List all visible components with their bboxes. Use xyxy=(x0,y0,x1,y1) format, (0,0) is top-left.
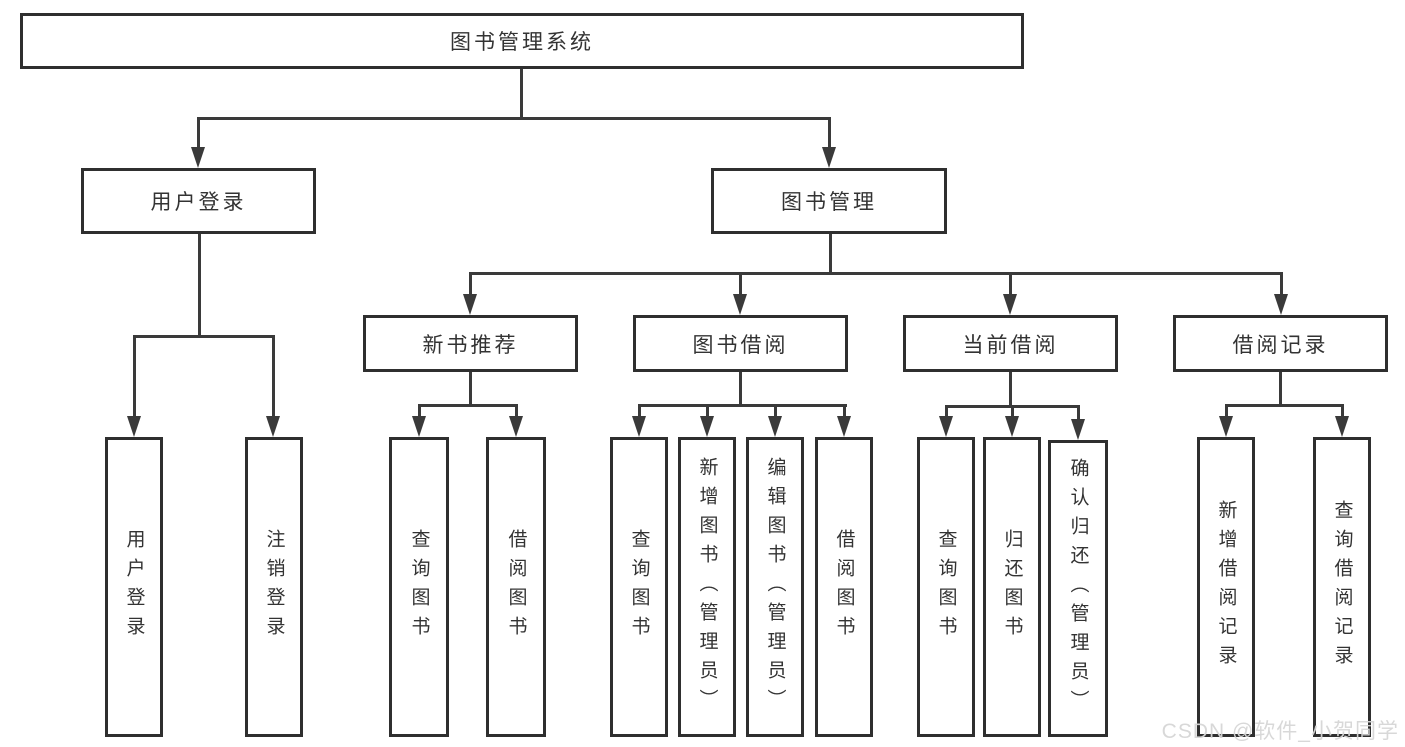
connector-mgmt-rail xyxy=(469,272,1283,275)
leaf-return-books: 归还图书 xyxy=(983,437,1041,737)
arrowhead-icon xyxy=(700,416,714,437)
connector-borrow-drop-4 xyxy=(843,404,846,418)
arrowhead-icon xyxy=(768,416,782,437)
node-label: 借阅图书 xyxy=(833,529,855,645)
node-label: 归还图书 xyxy=(1001,529,1023,645)
leaf-recommend-borrow-books: 借阅图书 xyxy=(486,437,546,737)
node-label: 新增图书（管理员） xyxy=(696,456,718,718)
connector-login-drop-1 xyxy=(133,335,136,419)
node-label: 编辑图书（管理员） xyxy=(764,456,786,718)
connector-mgmt-drop-3 xyxy=(1009,272,1012,296)
node-label: 借阅图书 xyxy=(505,529,527,645)
leaf-add-borrow-record: 新增借阅记录 xyxy=(1197,437,1255,737)
leaf-edit-books-admin: 编辑图书（管理员） xyxy=(746,437,804,737)
leaf-recommend-query-books: 查询图书 xyxy=(389,437,449,737)
connector-login-stem xyxy=(198,234,201,337)
node-book-management: 图书管理 xyxy=(711,168,947,234)
node-label: 图书借阅 xyxy=(692,333,789,357)
arrowhead-icon xyxy=(463,294,477,315)
connector-root-stem xyxy=(520,69,523,119)
node-new-book-recommend: 新书推荐 xyxy=(363,315,578,372)
arrowhead-icon xyxy=(822,147,836,168)
connector-records-drop-1 xyxy=(1225,404,1228,418)
arrowhead-icon xyxy=(1003,294,1017,315)
arrowhead-icon xyxy=(1274,294,1288,315)
connector-records-stem xyxy=(1279,372,1282,406)
connector-current-drop-2 xyxy=(1011,405,1014,418)
arrowhead-icon xyxy=(939,416,953,437)
arrowhead-icon xyxy=(1071,419,1085,440)
connector-recommend-drop-1 xyxy=(418,404,421,418)
node-current-borrow: 当前借阅 xyxy=(903,315,1118,372)
leaf-logout: 注销登录 xyxy=(245,437,303,737)
connector-mgmt-drop-2 xyxy=(739,272,742,296)
arrowhead-icon xyxy=(127,416,141,437)
connector-root-rail xyxy=(197,117,831,120)
leaf-borrow-query-books: 查询图书 xyxy=(610,437,668,737)
connector-login-rail xyxy=(133,335,275,338)
node-library-management-system: 图书管理系统 xyxy=(20,13,1024,69)
connector-records-rail xyxy=(1225,404,1344,407)
arrowhead-icon xyxy=(632,416,646,437)
connector-borrow-drop-2 xyxy=(706,404,709,418)
leaf-query-borrow-record: 查询借阅记录 xyxy=(1313,437,1371,737)
connector-borrow-stem xyxy=(739,372,742,406)
arrowhead-icon xyxy=(1335,416,1349,437)
connector-current-drop-1 xyxy=(945,405,948,418)
node-label: 查询借阅记录 xyxy=(1331,500,1353,674)
arrowhead-icon xyxy=(412,416,426,437)
node-label: 注销登录 xyxy=(263,529,285,645)
connector-borrow-rail xyxy=(638,404,847,407)
connector-current-stem xyxy=(1009,372,1012,407)
connector-borrow-drop-3 xyxy=(774,404,777,418)
connector-current-drop-3 xyxy=(1077,405,1080,421)
connector-borrow-drop-1 xyxy=(638,404,641,418)
connector-root-drop-right xyxy=(828,117,831,150)
node-label: 新书推荐 xyxy=(422,333,519,357)
connector-root-drop-left xyxy=(197,117,200,150)
node-label: 用户登录 xyxy=(123,529,145,645)
connector-login-drop-2 xyxy=(272,335,275,419)
arrowhead-icon xyxy=(1005,416,1019,437)
leaf-user-login: 用户登录 xyxy=(105,437,163,737)
arrowhead-icon xyxy=(837,416,851,437)
connector-mgmt-drop-1 xyxy=(469,272,472,296)
arrowhead-icon xyxy=(733,294,747,315)
node-label: 当前借阅 xyxy=(962,333,1059,357)
arrowhead-icon xyxy=(509,416,523,437)
node-label: 图书管理系统 xyxy=(450,31,594,54)
node-label: 确认归还（管理员） xyxy=(1067,458,1089,719)
node-book-borrow: 图书借阅 xyxy=(633,315,848,372)
node-label: 查询图书 xyxy=(408,529,430,645)
leaf-confirm-return-admin: 确认归还（管理员） xyxy=(1048,440,1108,737)
leaf-borrow-books: 借阅图书 xyxy=(815,437,873,737)
node-label: 用户登录 xyxy=(150,191,247,214)
arrowhead-icon xyxy=(191,147,205,168)
arrowhead-icon xyxy=(1219,416,1233,437)
connector-mgmt-stem xyxy=(829,234,832,274)
leaf-current-query-books: 查询图书 xyxy=(917,437,975,737)
connector-mgmt-drop-4 xyxy=(1280,272,1283,296)
connector-recommend-drop-2 xyxy=(515,404,518,418)
arrowhead-icon xyxy=(266,416,280,437)
connector-recommend-stem xyxy=(469,372,472,406)
node-label: 新增借阅记录 xyxy=(1215,500,1237,674)
csdn-watermark: CSDN @软件_小贺同学 xyxy=(1161,720,1399,743)
connector-recommend-rail xyxy=(418,404,518,407)
node-label: 借阅记录 xyxy=(1232,333,1329,357)
node-label: 查询图书 xyxy=(628,529,650,645)
connector-records-drop-2 xyxy=(1341,404,1344,418)
node-user-login: 用户登录 xyxy=(81,168,316,234)
node-borrow-records: 借阅记录 xyxy=(1173,315,1388,372)
node-label: 查询图书 xyxy=(935,529,957,645)
node-label: 图书管理 xyxy=(781,191,877,214)
leaf-add-books-admin: 新增图书（管理员） xyxy=(678,437,736,737)
